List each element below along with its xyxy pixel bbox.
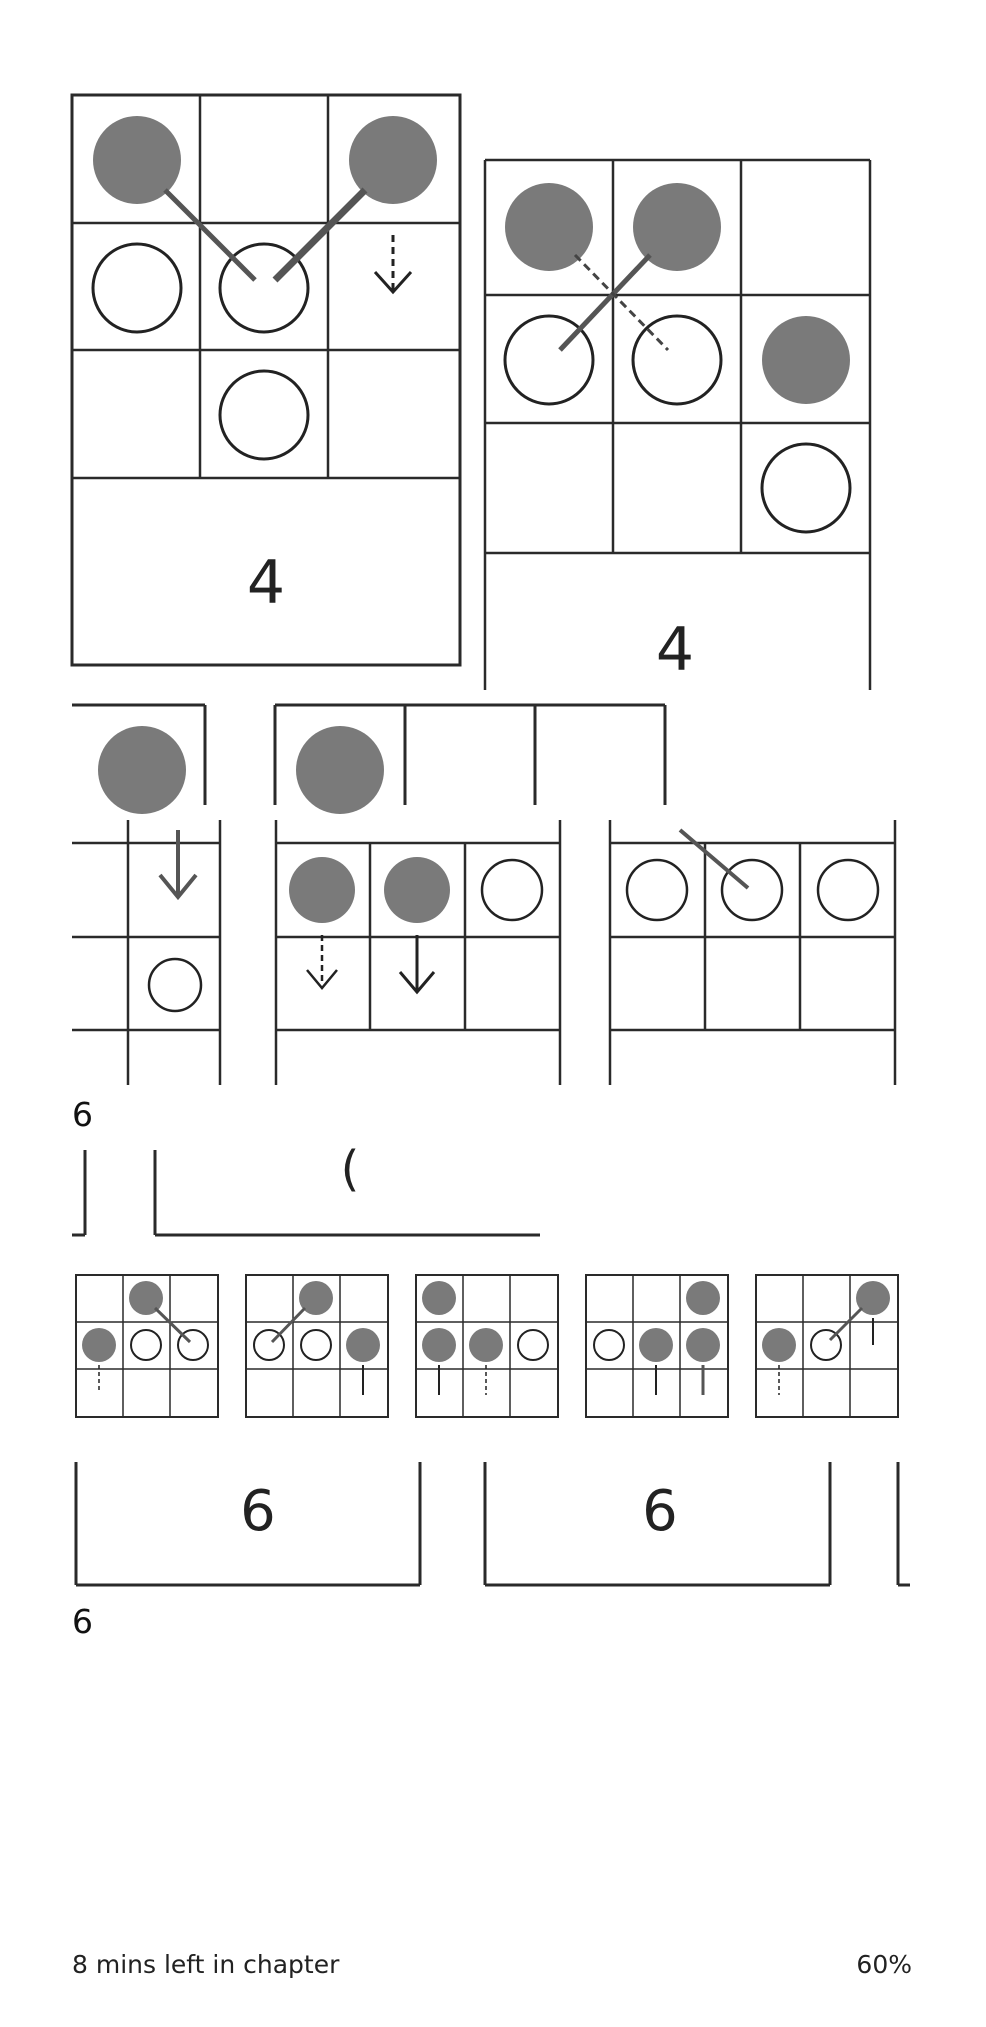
filled-token — [296, 726, 384, 814]
middle-strip-bottom: ( — [72, 1141, 540, 1237]
caption-1: 6 — [72, 1095, 93, 1134]
empty-token — [760, 442, 852, 534]
filled-token — [346, 1328, 380, 1362]
empty-token — [720, 858, 784, 922]
time-left-in-chapter: 8 mins left in chapter — [72, 1950, 340, 1979]
move-arrow — [678, 828, 750, 890]
filled-token — [762, 1328, 796, 1362]
row3-boards: 6 6 — [74, 1274, 910, 1587]
figure-b-count: 4 — [656, 615, 694, 685]
filled-token — [82, 1328, 116, 1362]
empty-token — [130, 1329, 162, 1361]
filled-token — [129, 1281, 163, 1315]
filled-token — [686, 1281, 720, 1315]
filled-token — [422, 1328, 456, 1362]
row3-left-count: 6 — [240, 1479, 276, 1544]
filled-token — [422, 1281, 456, 1315]
middle-strip-top — [72, 703, 667, 814]
row3-right-count: 6 — [642, 1479, 678, 1544]
filled-token — [856, 1281, 890, 1315]
move-arrow — [573, 253, 670, 352]
move-arrow — [270, 1306, 307, 1344]
filled-token — [349, 116, 437, 204]
filled-token — [505, 183, 593, 271]
filled-token — [469, 1328, 503, 1362]
empty-token — [816, 858, 880, 922]
caption-2: 6 — [72, 1602, 93, 1641]
empty-token — [625, 858, 689, 922]
move-arrow — [828, 1306, 864, 1342]
filled-token — [762, 316, 850, 404]
filled-token — [639, 1328, 673, 1362]
empty-token — [253, 1329, 285, 1361]
empty-token — [810, 1329, 842, 1361]
filled-token — [93, 116, 181, 204]
filled-token — [289, 857, 355, 923]
move-arrow — [558, 253, 652, 352]
empty-token — [631, 314, 723, 406]
dashed-down-arrow-head — [373, 270, 413, 295]
filled-token — [98, 726, 186, 814]
move-arrow — [153, 1306, 192, 1344]
empty-token — [300, 1329, 332, 1361]
empty-token — [480, 858, 544, 922]
empty-token — [218, 242, 310, 334]
reading-progress-percent: 60% — [856, 1950, 912, 1979]
empty-token — [177, 1329, 209, 1361]
move-arrow — [163, 188, 257, 282]
filled-token — [686, 1328, 720, 1362]
filled-token — [299, 1281, 333, 1315]
figure-a-count: 4 — [247, 548, 285, 618]
filled-token — [633, 183, 721, 271]
empty-token — [593, 1329, 625, 1361]
empty-token — [503, 314, 595, 406]
figure-a-frame — [70, 93, 462, 667]
empty-token — [218, 369, 310, 461]
figure-b: 4 — [483, 158, 872, 690]
empty-token — [517, 1329, 549, 1361]
svg-text:(: ( — [341, 1141, 360, 1197]
empty-token — [147, 957, 203, 1013]
figure-a: 4 — [70, 93, 462, 667]
move-arrow — [272, 187, 368, 283]
empty-token — [91, 242, 183, 334]
middle-strip-grids — [72, 820, 897, 1085]
filled-token — [384, 857, 450, 923]
